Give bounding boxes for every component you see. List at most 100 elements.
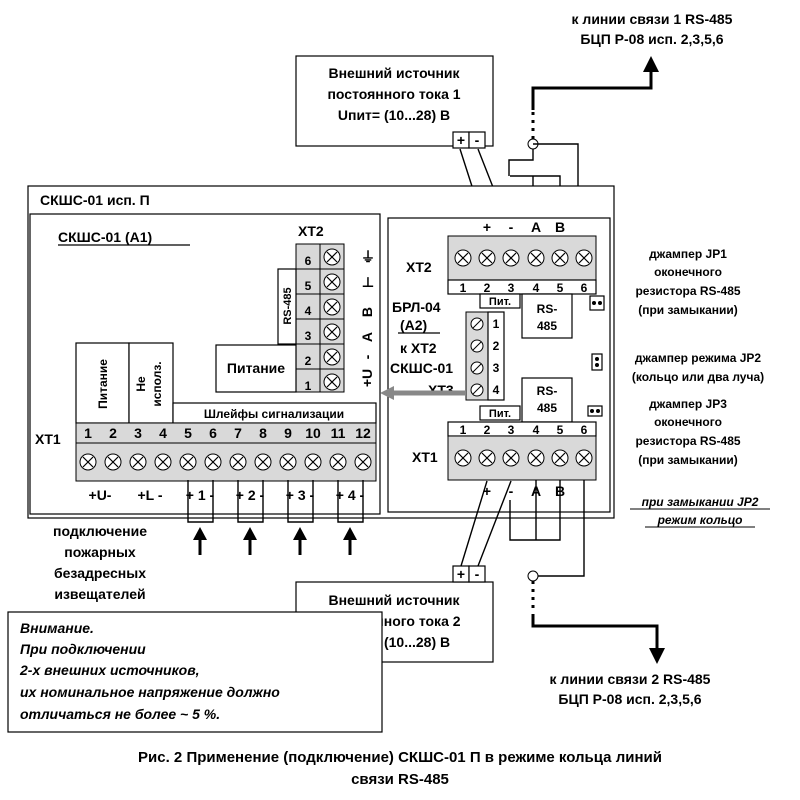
svg-text:4: 4 (493, 383, 500, 397)
svg-text:режим кольцо: режим кольцо (657, 513, 743, 527)
psu1-title: Внешний источник (328, 65, 460, 81)
svg-text:+ 1 -: + 1 - (186, 487, 215, 503)
svg-text:5: 5 (305, 279, 312, 293)
svg-text:RS-: RS- (537, 302, 558, 316)
top-link-arrow (531, 56, 659, 140)
svg-text:к линии связи 1 RS-485: к линии связи 1 RS-485 (572, 11, 733, 27)
svg-text:6: 6 (581, 281, 588, 295)
note-jp2-closed: при замыкании JP2 режим кольцо (630, 495, 770, 528)
warning-box: Внимание. При подключении 2-х внешних ис… (7, 611, 383, 733)
brl-xt3-numbers: 1 2 3 4 (493, 317, 500, 397)
svg-text:резистора RS-485: резистора RS-485 (635, 284, 740, 298)
svg-text:B: B (555, 219, 565, 235)
svg-text:БЦП Р-08 исп. 2,3,5,6: БЦП Р-08 исп. 2,3,5,6 (558, 691, 701, 707)
svg-text:При подключении: При подключении (20, 641, 146, 657)
svg-text:4: 4 (533, 281, 540, 295)
module-a1-title: СКШС-01 (А1) (58, 229, 152, 245)
svg-text:СКШС-01: СКШС-01 (390, 360, 453, 376)
svg-text:2: 2 (109, 425, 117, 441)
module-xt2-signals: ⏚ ⊥ B A - +U (359, 249, 375, 387)
device-title: СКШС-01 исп. П (40, 192, 150, 208)
svg-text:постоянного тока 1: постоянного тока 1 (327, 86, 460, 102)
brl-title: БРЛ-04 (392, 299, 441, 315)
svg-text:2: 2 (484, 423, 491, 437)
svg-text:(при замыкании): (при замыкании) (638, 453, 738, 467)
svg-text:2-х внешних источников,: 2-х внешних источников, (19, 662, 200, 678)
svg-text:Uпит= (10...28) В: Uпит= (10...28) В (338, 107, 450, 123)
svg-text:4: 4 (533, 423, 540, 437)
svg-text:4: 4 (159, 425, 167, 441)
svg-text:11: 11 (331, 425, 346, 441)
loops-label: Шлейфы сигнализации (204, 407, 344, 421)
svg-text:485: 485 (537, 401, 557, 415)
col-unused-label-2: исполз. (150, 361, 164, 406)
svg-text:8: 8 (259, 425, 267, 441)
svg-text:2: 2 (493, 339, 500, 353)
top-link-label: к линии связи 1 RS-485 БЦП Р-08 исп. 2,3… (572, 11, 733, 47)
svg-text:-: - (359, 354, 375, 359)
brl-xt1-numbers: 1 2 3 4 5 6 (460, 423, 588, 437)
note-jp1: джампер JP1 оконечного резистора RS-485 … (635, 247, 740, 317)
xt3-to-xt2-arrow (380, 386, 466, 400)
svg-text:-: - (509, 219, 514, 235)
module-a2: + - A B ХТ2 1 2 3 4 5 6 Пит. RS- 485 (387, 217, 611, 513)
svg-text:A: A (359, 332, 375, 342)
svg-text:3: 3 (493, 361, 500, 375)
svg-text:+U-: +U- (89, 487, 112, 503)
svg-text:оконечного: оконечного (654, 415, 722, 429)
svg-text:2: 2 (484, 281, 491, 295)
svg-text:+U: +U (359, 369, 375, 387)
detectors-label: подключение пожарных безадресных извещат… (53, 523, 147, 602)
module-xt2-numbers: 6 5 4 3 2 1 (305, 254, 312, 393)
svg-text:+ 3 -: + 3 - (286, 487, 315, 503)
svg-text:10: 10 (305, 425, 321, 441)
svg-text:5: 5 (557, 281, 564, 295)
svg-text:отличаться не более ~ 5 %.: отличаться не более ~ 5 %. (20, 706, 220, 722)
module-xt1-groups: +U- +L - + 1 - + 2 - + 3 - + 4 - (89, 487, 365, 503)
module-power-label: Питание (227, 360, 285, 376)
svg-text:извещателей: извещателей (54, 586, 145, 602)
psu2-minus: - (475, 566, 480, 582)
brl-xt1-label: ХТ1 (412, 449, 438, 465)
svg-text:3: 3 (508, 423, 515, 437)
svg-text:оконечного: оконечного (654, 265, 722, 279)
rs485-line2-wires (509, 480, 665, 664)
svg-text:4: 4 (305, 304, 312, 318)
module-a1: СКШС-01 (А1) ХТ2 6 5 4 3 2 1 ⏚ ⊥ B A - (29, 213, 381, 515)
psu1-minus: - (475, 132, 480, 148)
svg-text:+L -: +L - (137, 487, 162, 503)
svg-text:A: A (531, 219, 541, 235)
svg-text:Рис. 2 Применение (подключение: Рис. 2 Применение (подключение) СКШС-01 … (138, 749, 662, 766)
svg-text:⊥: ⊥ (362, 274, 375, 290)
svg-text:⏚: ⏚ (361, 249, 375, 265)
svg-text:12: 12 (355, 425, 371, 441)
svg-text:1: 1 (493, 317, 500, 331)
svg-text:5: 5 (557, 423, 564, 437)
svg-text:6: 6 (581, 423, 588, 437)
svg-text:RS-: RS- (537, 384, 558, 398)
svg-text:-: - (509, 483, 514, 499)
svg-text:(при замыкании): (при замыкании) (638, 303, 738, 317)
bottom-link-label: к линии связи 2 RS-485 БЦП Р-08 исп. 2,3… (550, 671, 711, 707)
svg-text:9: 9 (284, 425, 292, 441)
module-rs485-label: RS-485 (282, 287, 294, 324)
svg-text:+ 4 -: + 4 - (336, 487, 365, 503)
psu2-wires (460, 480, 512, 567)
svg-text:6: 6 (209, 425, 217, 441)
note-jp3: джампер JP3 оконечного резистора RS-485 … (635, 397, 740, 467)
psu1-box: Внешний источник постоянного тока 1 Uпит… (295, 55, 494, 149)
svg-text:связи RS-485: связи RS-485 (351, 771, 449, 788)
col-power-label: Питание (96, 359, 110, 409)
col-unused-label-1: Не (134, 376, 148, 392)
brl-xt2-label: ХТ2 (406, 259, 432, 275)
note-jp2: джампер режима JP2 (кольцо или два луча) (632, 351, 764, 384)
brl-pit-bottom: Пит. (489, 408, 511, 420)
loop-connections (187, 480, 364, 555)
svg-text:1: 1 (460, 281, 467, 295)
svg-text:5: 5 (184, 425, 192, 441)
svg-text:джампер JP3: джампер JP3 (649, 397, 727, 411)
brl-pit-top: Пит. (489, 296, 511, 308)
svg-text:(кольцо или два луча): (кольцо или два луча) (632, 370, 764, 384)
svg-text:(А2): (А2) (400, 317, 427, 333)
